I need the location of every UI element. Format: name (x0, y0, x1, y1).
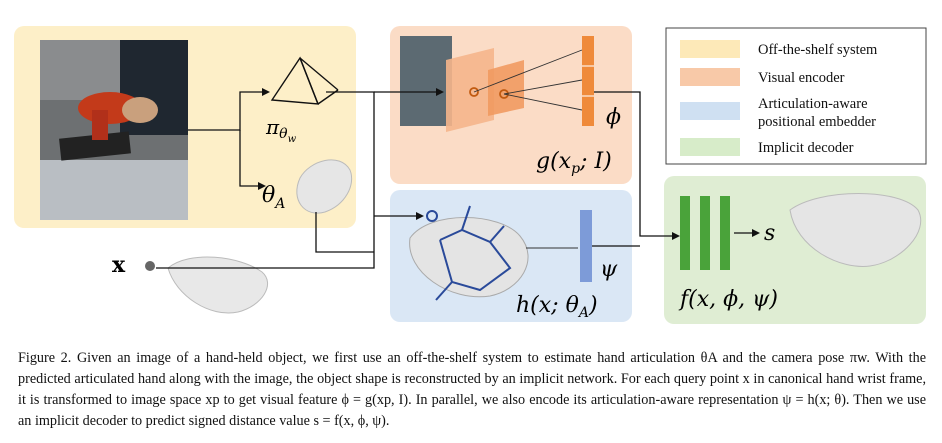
psi-label: ψ (600, 257, 618, 282)
legend-label-articulation-1: Articulation-aware (758, 96, 868, 112)
feature-plane-2 (488, 60, 524, 116)
predicted-hand-shape (296, 159, 352, 214)
legend-label-offshelf: Off-the-shelf system (758, 42, 878, 58)
f-function-label: f(x, ϕ, ψ) (678, 287, 778, 312)
legend: Off-the-shelf system Visual encoder Arti… (665, 27, 927, 165)
legend-label-visual: Visual encoder (758, 70, 845, 86)
flow-connectors (156, 91, 676, 269)
query-point-blue (426, 210, 438, 222)
s-output-label: s (764, 221, 775, 246)
x-input-label: x (112, 252, 126, 278)
pi-theta-w-label: πθw (265, 115, 297, 145)
theta-a-label: θA (262, 183, 285, 212)
legend-swatch-visual (680, 68, 740, 86)
encoder-image-thumb (400, 36, 452, 126)
query-point-2 (499, 89, 509, 99)
legend-label-articulation-2: positional embedder (758, 114, 876, 130)
legend-swatch-articulation (680, 102, 740, 120)
caption-text: Figure 2. Given an image of a hand-held … (18, 350, 926, 429)
g-function-label: g(xp; I) (536, 149, 612, 177)
decoder-layer-1 (680, 196, 690, 270)
legend-swatch-offshelf (680, 40, 740, 58)
hand-skeleton (435, 205, 512, 301)
legend-label-decoder: Implicit decoder (758, 140, 854, 156)
psi-feature-bar (580, 210, 592, 282)
decoder-layer-3 (720, 196, 730, 270)
pipeline-diagram: πθw θA ϕ g(xp; I) ψ h(x; θA) s (14, 26, 927, 324)
h-function-label: h(x; θA) (516, 293, 598, 321)
figure-caption: Figure 2. Given an image of a hand-held … (18, 348, 926, 432)
reconstructed-object-hand (789, 193, 921, 267)
query-point-1 (469, 87, 479, 97)
input-photo (40, 40, 188, 220)
phi-feature-bar (582, 36, 594, 126)
phi-label: ϕ (606, 105, 621, 130)
decoder-layer-2 (700, 196, 710, 270)
canonical-hand-shape (167, 256, 268, 314)
x-input-dot (145, 261, 155, 271)
legend-swatch-decoder (680, 138, 740, 156)
